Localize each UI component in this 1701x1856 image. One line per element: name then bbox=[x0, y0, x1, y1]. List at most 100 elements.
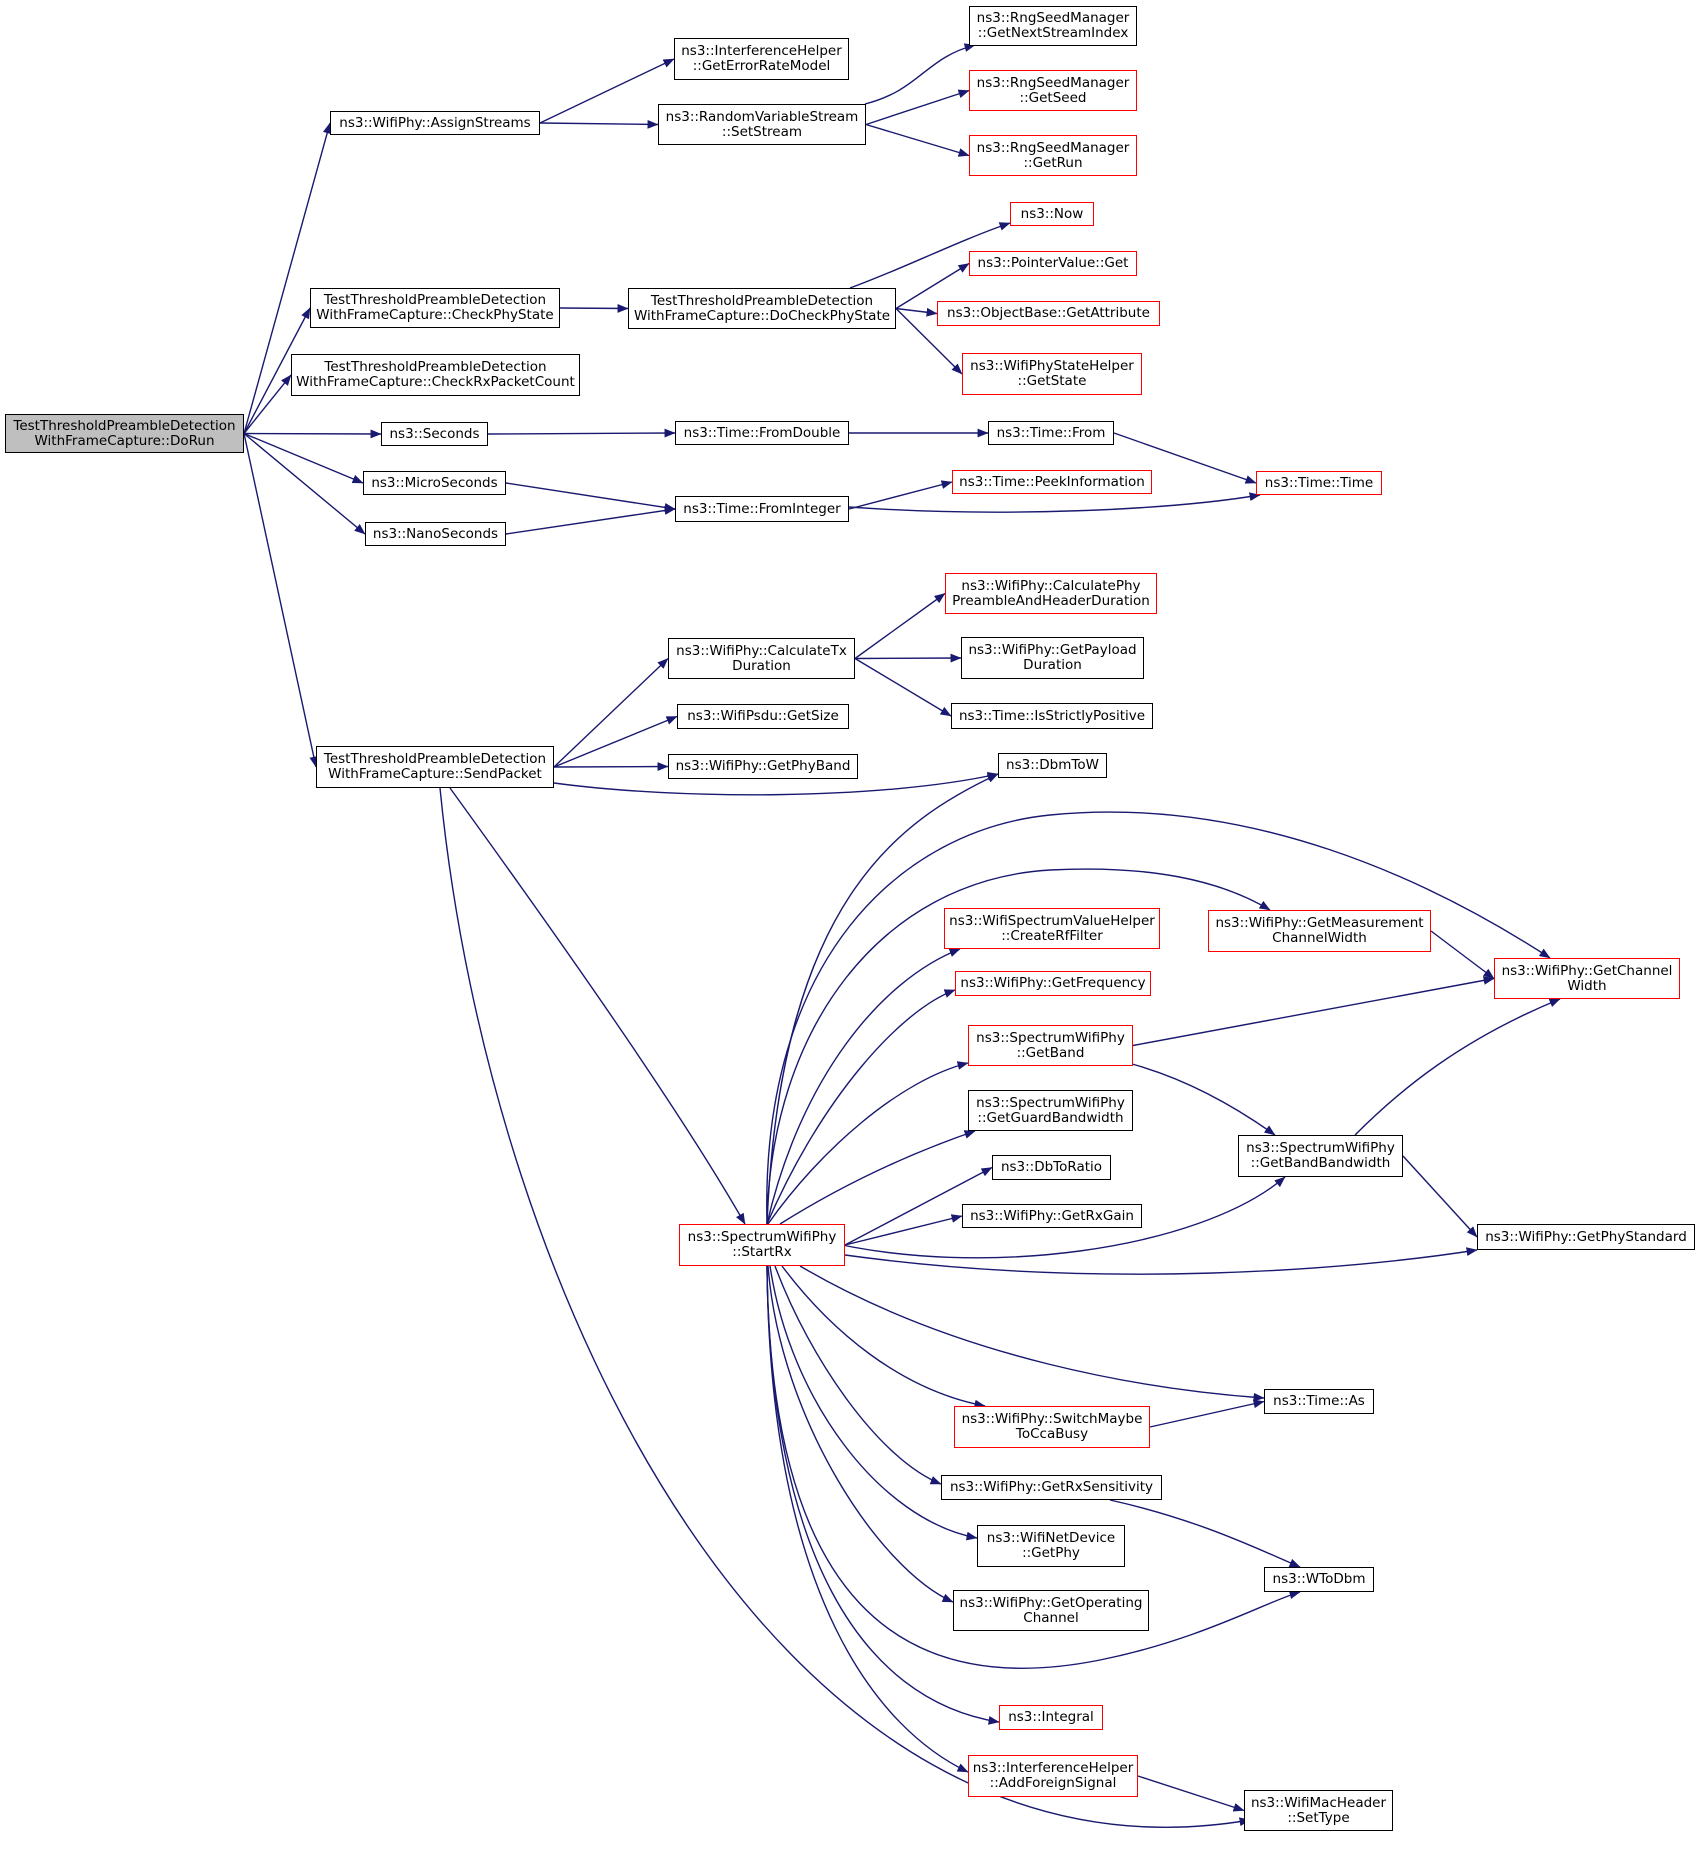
call-edge-start-rx-to-db-to-ratio bbox=[844, 1166, 993, 1246]
node-psdu-get-size[interactable]: ns3::WifiPsdu::GetSize bbox=[677, 704, 849, 729]
node-get-band[interactable]: ns3::SpectrumWifiPhy ::GetBand bbox=[968, 1025, 1133, 1066]
call-edge-calculate-tx-duration-to-calc-preamble-header bbox=[854, 592, 946, 660]
node-seconds[interactable]: ns3::Seconds bbox=[381, 422, 488, 446]
node-check-rx-packet-count[interactable]: TestThresholdPreambleDetection WithFrame… bbox=[291, 354, 580, 396]
node-get-operating-channel[interactable]: ns3::WifiPhy::GetOperating Channel bbox=[953, 1590, 1149, 1631]
node-time-as[interactable]: ns3::Time::As bbox=[1264, 1389, 1374, 1414]
call-edge-send-packet-to-psdu-get-size bbox=[553, 715, 678, 768]
node-get-next-stream-index[interactable]: ns3::RngSeedManager ::GetNextStreamIndex bbox=[969, 6, 1137, 46]
node-calc-preamble-header[interactable]: ns3::WifiPhy::CalculatePhy PreambleAndHe… bbox=[945, 573, 1157, 614]
call-edge-set-stream-to-get-next-stream-index bbox=[864, 43, 976, 105]
node-from-double[interactable]: ns3::Time::FromDouble bbox=[675, 421, 849, 445]
node-get-rx-sensitivity[interactable]: ns3::WifiPhy::GetRxSensitivity bbox=[941, 1475, 1162, 1500]
node-get-payload-duration[interactable]: ns3::WifiPhy::GetPayload Duration bbox=[961, 637, 1144, 679]
node-assign-streams[interactable]: ns3::WifiPhy::AssignStreams bbox=[330, 111, 540, 135]
node-get-frequency[interactable]: ns3::WifiPhy::GetFrequency bbox=[955, 971, 1151, 996]
node-get-seed[interactable]: ns3::RngSeedManager ::GetSeed bbox=[969, 70, 1137, 111]
call-edge-from-integer-to-peek-information bbox=[848, 480, 953, 510]
node-micro-seconds[interactable]: ns3::MicroSeconds bbox=[363, 471, 506, 495]
call-edge-check-phy-state-to-do-check-phy-state bbox=[559, 304, 629, 313]
node-now[interactable]: ns3::Now bbox=[1010, 202, 1094, 226]
call-edge-get-band-bandwidth-to-get-channel-width bbox=[1354, 998, 1561, 1136]
node-get-measurement-channel-width[interactable]: ns3::WifiPhy::GetMeasurement ChannelWidt… bbox=[1208, 910, 1431, 952]
node-calculate-tx-duration[interactable]: ns3::WifiPhy::CalculateTx Duration bbox=[668, 638, 855, 679]
node-get-run[interactable]: ns3::RngSeedManager ::GetRun bbox=[969, 135, 1137, 176]
call-edge-do-check-phy-state-to-get-attribute bbox=[895, 307, 938, 317]
call-edge-start-rx-to-get-phy-standard bbox=[844, 1247, 1478, 1275]
call-edge-start-rx-to-net-device-get-phy bbox=[769, 1265, 978, 1541]
node-get-guard-bandwidth[interactable]: ns3::SpectrumWifiPhy ::GetGuardBandwidth bbox=[968, 1090, 1133, 1131]
node-switch-maybe-to-cca-busy[interactable]: ns3::WifiPhy::SwitchMaybe ToCcaBusy bbox=[954, 1406, 1150, 1448]
node-get-rx-gain[interactable]: ns3::WifiPhy::GetRxGain bbox=[962, 1204, 1142, 1228]
node-start-rx[interactable]: ns3::SpectrumWifiPhy ::StartRx bbox=[679, 1224, 845, 1266]
call-edge-seconds-to-from-double bbox=[487, 428, 676, 438]
call-edge-start-rx-to-switch-maybe-to-cca-busy bbox=[781, 1265, 986, 1409]
call-edge-start-rx-to-get-band bbox=[767, 1061, 969, 1225]
node-set-type[interactable]: ns3::WifiMacHeader ::SetType bbox=[1244, 1790, 1393, 1831]
node-get-state[interactable]: ns3::WifiPhyStateHelper ::GetState bbox=[962, 353, 1142, 395]
call-edge-start-rx-to-get-frequency bbox=[766, 989, 956, 1225]
call-edge-start-rx-to-time-as bbox=[799, 1265, 1265, 1402]
node-time-time[interactable]: ns3::Time::Time bbox=[1256, 471, 1382, 495]
call-edge-dorun-to-assign-streams bbox=[243, 122, 332, 434]
node-check-phy-state[interactable]: TestThresholdPreambleDetection WithFrame… bbox=[310, 288, 560, 328]
node-dbm-to-w[interactable]: ns3::DbmToW bbox=[998, 753, 1107, 778]
call-edge-nano-seconds-to-from-integer bbox=[505, 506, 676, 535]
call-edge-start-rx-to-get-measurement-channel-width bbox=[766, 868, 1271, 1225]
node-get-phy-band[interactable]: ns3::WifiPhy::GetPhyBand bbox=[668, 754, 858, 779]
call-edge-set-stream-to-get-seed bbox=[865, 89, 970, 126]
call-edge-add-foreign-signal-to-set-type bbox=[1137, 1775, 1245, 1812]
call-edge-send-packet-to-dbm-to-w bbox=[553, 771, 999, 796]
node-net-device-get-phy[interactable]: ns3::WifiNetDevice ::GetPhy bbox=[977, 1525, 1125, 1567]
node-create-rf-filter[interactable]: ns3::WifiSpectrumValueHelper ::CreateRfF… bbox=[944, 908, 1160, 949]
node-from-integer[interactable]: ns3::Time::FromInteger bbox=[675, 496, 849, 522]
node-get-channel-width[interactable]: ns3::WifiPhy::GetChannel Width bbox=[1494, 958, 1680, 999]
call-edge-do-check-phy-state-to-pointer-value-get bbox=[895, 262, 970, 310]
call-edge-start-rx-to-get-channel-width bbox=[766, 811, 1551, 1225]
call-edge-micro-seconds-to-from-integer bbox=[505, 482, 676, 512]
call-edge-dorun-to-seconds bbox=[243, 429, 382, 439]
node-integral[interactable]: ns3::Integral bbox=[999, 1705, 1103, 1730]
call-edge-calculate-tx-duration-to-get-payload-duration bbox=[854, 653, 962, 663]
node-get-phy-standard[interactable]: ns3::WifiPhy::GetPhyStandard bbox=[1477, 1224, 1695, 1250]
node-add-foreign-signal[interactable]: ns3::InterferenceHelper ::AddForeignSign… bbox=[968, 1755, 1138, 1797]
node-do-check-phy-state[interactable]: TestThresholdPreambleDetection WithFrame… bbox=[628, 288, 896, 329]
node-get-error-rate-model[interactable]: ns3::InterferenceHelper ::GetErrorRateMo… bbox=[674, 38, 849, 80]
call-edge-dorun-to-check-rx-packet-count bbox=[243, 374, 292, 434]
call-edge-time-from-to-time-time bbox=[1113, 432, 1257, 484]
call-edge-send-packet-to-get-phy-band bbox=[553, 762, 669, 771]
call-edge-start-rx-to-get-guard-bandwidth bbox=[779, 1130, 976, 1225]
node-send-packet[interactable]: TestThresholdPreambleDetection WithFrame… bbox=[316, 746, 554, 788]
call-edge-set-stream-to-get-run bbox=[865, 123, 970, 157]
node-is-strictly-positive[interactable]: ns3::Time::IsStrictlyPositive bbox=[951, 703, 1153, 729]
call-edge-start-rx-to-add-foreign-signal bbox=[766, 1265, 969, 1773]
call-edge-dorun-to-micro-seconds bbox=[243, 432, 364, 484]
call-edge-start-rx-to-integral bbox=[766, 1265, 1000, 1725]
call-edge-dorun-to-check-phy-state bbox=[243, 307, 311, 434]
call-edge-switch-maybe-to-cca-busy-to-time-as bbox=[1149, 1399, 1265, 1428]
node-pointer-value-get[interactable]: ns3::PointerValue::Get bbox=[969, 251, 1137, 276]
node-time-from[interactable]: ns3::Time::From bbox=[988, 421, 1114, 445]
node-peek-information[interactable]: ns3::Time::PeekInformation bbox=[952, 470, 1152, 494]
call-edge-send-packet-to-start-rx bbox=[449, 787, 746, 1225]
call-edge-assign-streams-to-get-error-rate-model bbox=[539, 58, 675, 124]
node-w-to-dbm[interactable]: ns3::WToDbm bbox=[1264, 1567, 1374, 1592]
call-edge-calculate-tx-duration-to-is-strictly-positive bbox=[854, 657, 952, 717]
node-get-attribute[interactable]: ns3::ObjectBase::GetAttribute bbox=[937, 301, 1160, 326]
call-edge-send-packet-to-set-type bbox=[439, 787, 1251, 1828]
call-edge-start-rx-to-get-rx-gain bbox=[844, 1214, 963, 1246]
call-edge-start-rx-to-get-rx-sensitivity bbox=[774, 1265, 942, 1485]
node-db-to-ratio[interactable]: ns3::DbToRatio bbox=[992, 1155, 1111, 1180]
call-edge-start-rx-to-create-rf-filter bbox=[766, 948, 961, 1225]
node-nano-seconds[interactable]: ns3::NanoSeconds bbox=[365, 522, 506, 546]
call-edge-dorun-to-send-packet bbox=[243, 433, 319, 768]
call-edge-do-check-phy-state-to-now bbox=[849, 222, 1011, 289]
call-edge-get-band-bandwidth-to-get-phy-standard bbox=[1402, 1155, 1478, 1238]
call-edge-get-measurement-channel-width-to-get-channel-width bbox=[1430, 930, 1495, 980]
call-edge-from-integer-to-time-time bbox=[848, 492, 1261, 513]
node-set-stream[interactable]: ns3::RandomVariableStream ::SetStream bbox=[658, 104, 866, 145]
call-edge-start-rx-to-get-band-bandwidth bbox=[819, 1176, 1286, 1259]
node-get-band-bandwidth[interactable]: ns3::SpectrumWifiPhy ::GetBandBandwidth bbox=[1238, 1135, 1403, 1177]
